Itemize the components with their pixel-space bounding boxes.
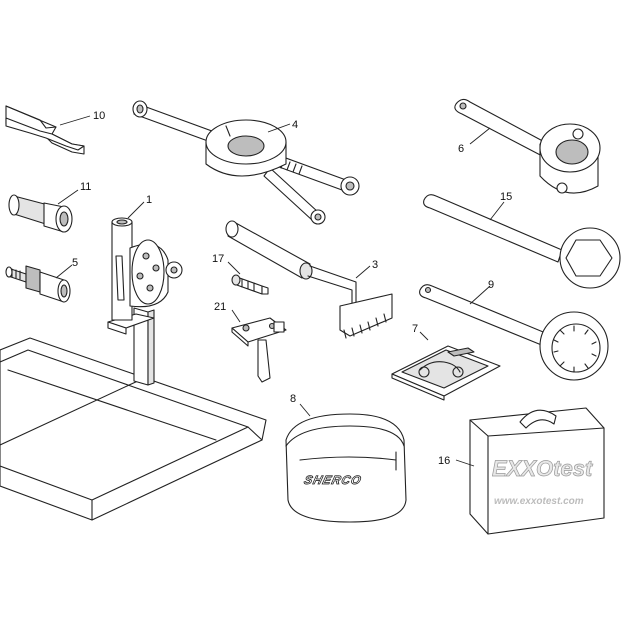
callout-4: 4 <box>292 119 298 131</box>
part-17-valve <box>231 274 269 295</box>
callout-15: 15 <box>500 191 512 203</box>
leader-5 <box>55 264 73 279</box>
case-url: www.exxotest.com <box>494 496 584 507</box>
callout-9: 9 <box>488 279 494 291</box>
part-7-manual <box>391 345 501 401</box>
leader-8 <box>299 403 311 417</box>
leader-1 <box>127 201 145 219</box>
callout-5: 5 <box>72 257 78 269</box>
part-11-socket <box>8 194 73 233</box>
leader-10 <box>59 115 91 126</box>
bag-brand-logo: SHERCO <box>303 473 364 487</box>
leader-21 <box>231 309 241 323</box>
part-8-tool-bag: SHERCO <box>285 413 407 523</box>
part-1-engine-stand <box>0 217 267 521</box>
callout-3: 3 <box>372 259 378 271</box>
part-15-hex-wrench <box>423 194 621 289</box>
part-16-exxotest-case: EXXOtest www.exxotest.com <box>469 407 605 535</box>
leader-17 <box>227 261 241 275</box>
leader-15 <box>489 201 505 221</box>
leader-7 <box>419 331 429 341</box>
leader-4 <box>267 123 291 133</box>
callout-17: 17 <box>212 253 224 265</box>
leader-3 <box>355 265 371 279</box>
callout-6: 6 <box>458 143 464 155</box>
part-3-ring-tool <box>225 220 393 339</box>
callout-8: 8 <box>290 393 296 405</box>
leader-16 <box>455 459 475 467</box>
part-9-clutch-holding-tool <box>419 284 609 381</box>
callout-11: 11 <box>80 181 91 193</box>
part-21-bracket <box>231 317 287 383</box>
leader-6 <box>469 127 491 145</box>
callout-7: 7 <box>412 323 418 335</box>
part-5-threaded-adaptor <box>5 265 71 303</box>
leader-11 <box>57 189 79 205</box>
part-4-flywheel-puller <box>132 100 360 225</box>
leader-9 <box>469 285 491 305</box>
callout-1: 1 <box>146 194 152 206</box>
callout-10: 10 <box>93 110 105 122</box>
case-brand-logo: EXXOtest <box>492 456 594 481</box>
part-6-holding-wrench <box>454 98 601 194</box>
part-10-spanner-plate <box>5 105 85 155</box>
callout-16: 16 <box>438 455 450 467</box>
callout-21: 21 <box>214 301 226 313</box>
